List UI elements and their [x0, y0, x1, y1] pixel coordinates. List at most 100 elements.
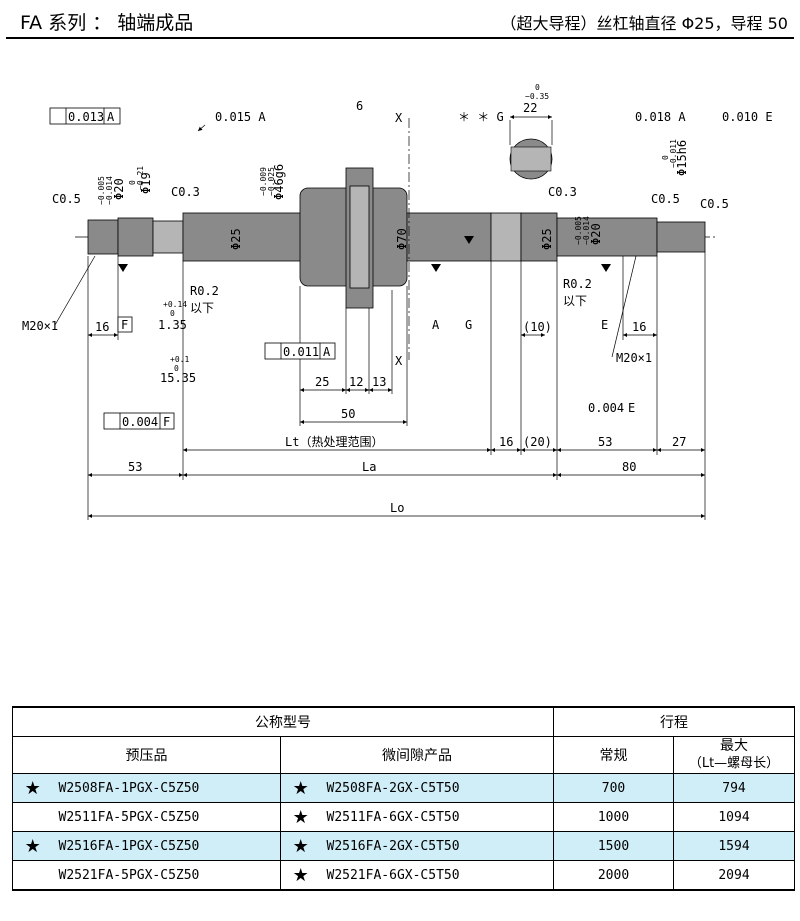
header-max-note: （Lt—螺母长） [688, 756, 780, 771]
frame-flatness-left [49, 107, 121, 125]
header-max-label: 最大 [720, 738, 748, 754]
len-1535-tol-b: 0 [174, 364, 179, 373]
len-80: 80 [622, 460, 636, 474]
stroke-normal: 700 [553, 773, 674, 803]
len-12: 12 [349, 375, 363, 389]
tol-22b: −0.35 [525, 92, 549, 101]
dia-19: Φ19 [139, 172, 153, 194]
screw-shaft [182, 212, 304, 262]
key-section [520, 212, 558, 262]
dia-15-tol-a: 0 [661, 155, 670, 160]
header-normal: 常规 [553, 736, 674, 774]
thread-right: M20×1 [616, 351, 652, 365]
dia-15: Φ15h6 [675, 140, 689, 176]
chamfer-c03-left: C0.3 [171, 185, 200, 199]
len-1535-tol-a: +0.1 [170, 355, 189, 364]
header-stroke: 行程 [553, 706, 795, 737]
frame-f [117, 316, 133, 333]
section-mark-bottom: X [395, 354, 403, 368]
header-max: 最大 （Lt—螺母长） [673, 736, 795, 774]
la-label: La [362, 460, 376, 474]
dia-70: Φ70 [395, 228, 409, 250]
stroke-max: 794 [673, 773, 795, 803]
dia-46-tol-b: −0.025 [267, 167, 276, 196]
table-row: W2521FA-5PGX-C5Z50 ★ W2521FA-6GX-C5T50 2… [12, 860, 795, 891]
star-icon [12, 860, 53, 891]
perp-e-value: 0.004 [588, 401, 624, 415]
radius-right: R0.2 [563, 277, 592, 291]
star-icon: ★ [280, 802, 321, 832]
chamfer-c05-right-b: C0.5 [700, 197, 729, 211]
dia-20-left: Φ20 [112, 178, 126, 200]
len-1535: 15.35 [160, 371, 196, 385]
frame-perp-f-ref: F [163, 415, 170, 429]
frame-perp-f-value: 0.004 [122, 415, 158, 429]
width-22: 22 [523, 101, 537, 115]
backlash-model: W2516FA-2GX-C5T50 [320, 831, 554, 861]
frame-flatness-value: 0.013 [68, 110, 104, 124]
star-g: ＊ ＊ G [458, 110, 504, 124]
runout-2: 0.018 A [635, 110, 686, 124]
datum-triangle-a [431, 264, 441, 272]
star-icon: ★ [280, 860, 321, 891]
runout-1: 0.015 A [215, 110, 266, 124]
ballscrew-drawing: 0.013 A 0.015 A 0.018 A 0.010 E X X ＊ ＊ … [22, 83, 773, 520]
page-subtitle: （超大导程）丝杠轴直径 Φ25，导程 50 [500, 14, 789, 33]
table-row: ★ W2516FA-1PGX-C5Z50 ★ W2516FA-2GX-C5T50… [12, 831, 795, 861]
len-135-tol-b: 0 [170, 309, 175, 318]
frame-perp-a [264, 342, 336, 360]
datum-triangle-e [601, 264, 611, 272]
thread-end-left [87, 219, 119, 255]
page-title: FA 系列 ： 轴端成品 [20, 12, 194, 34]
frame-flatness-ref: A [107, 110, 115, 124]
table-row: ★ W2508FA-1PGX-C5Z50 ★ W2508FA-2GX-C5T50… [12, 773, 795, 803]
frame-perp-f [103, 412, 175, 430]
preload-model: W2516FA-1PGX-C5Z50 [52, 831, 281, 861]
dia-46: Φ46g6 [272, 164, 286, 200]
stroke-normal: 1000 [553, 802, 674, 832]
backlash-model: W2511FA-6GX-C5T50 [320, 802, 554, 832]
len-27: 27 [672, 435, 686, 449]
journal-left [117, 217, 154, 257]
star-icon [12, 802, 53, 832]
lo-label: Lo [390, 501, 404, 515]
dia-15-tol-b: −0.011 [669, 139, 678, 168]
groove-left [152, 220, 184, 254]
header-backlash: 微间隙产品 [280, 736, 554, 774]
chamfer-c05-left: C0.5 [52, 192, 81, 206]
nut-width-6: 6 [356, 99, 363, 113]
thread-end-right [656, 221, 706, 253]
preload-model: W2511FA-5PGX-C5Z50 [52, 802, 281, 832]
runout-3: 0.010 E [722, 110, 773, 124]
len-16-right: 16 [632, 320, 646, 334]
thread-left: M20×1 [22, 319, 58, 333]
tolerance-frames [49, 107, 336, 430]
stroke-normal: 2000 [553, 860, 674, 891]
dia-19-tol-b: −0.21 [136, 166, 145, 190]
radius-left: R0.2 [190, 284, 219, 298]
box-f-label: F [121, 318, 128, 332]
lt-label: Lt（热处理范围） [285, 435, 383, 449]
star-icon: ★ [280, 831, 321, 861]
stroke-max: 1594 [673, 831, 795, 861]
radius-right-note: 以下 [563, 294, 587, 308]
len-20: (20) [523, 435, 552, 449]
shoulder-right [490, 212, 522, 262]
len-16-mid: 16 [499, 435, 513, 449]
journal-right [556, 217, 658, 257]
len-53-left: 53 [128, 460, 142, 474]
len-135: 1.35 [158, 318, 187, 332]
star-icon: ★ [280, 773, 321, 803]
len-16-left: 16 [95, 320, 109, 334]
len-25: 25 [315, 375, 329, 389]
dia-46-tol-a: −0.009 [259, 167, 268, 196]
len-53-right: 53 [598, 435, 612, 449]
frame-perp-a-ref: A [323, 345, 331, 359]
section-mark-top: X [395, 111, 403, 125]
tol-22a: 0 [535, 83, 540, 92]
dia-20-left-tol-b: −0.014 [105, 176, 114, 205]
shaft-body [87, 167, 706, 309]
preload-model: W2521FA-5PGX-C5Z50 [52, 860, 281, 891]
datum-triangle-g [464, 236, 474, 244]
dia-19-tol-a: 0 [128, 180, 137, 185]
